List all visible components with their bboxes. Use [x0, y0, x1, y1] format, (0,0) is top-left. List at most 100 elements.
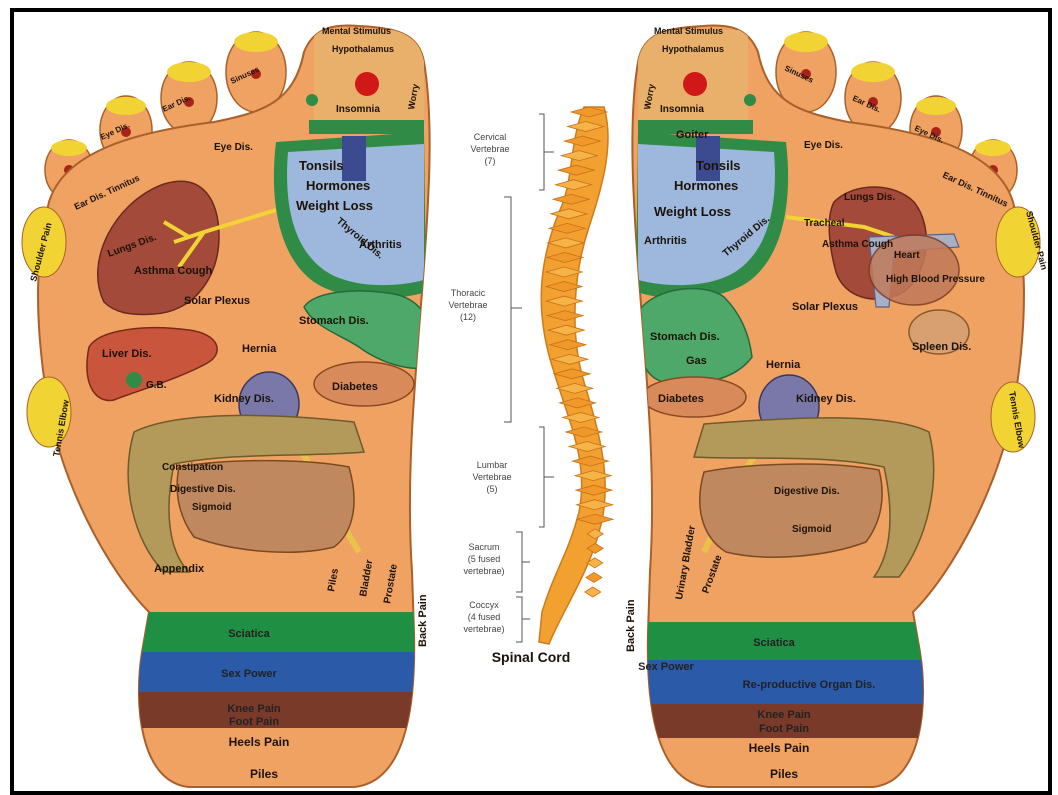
sacrum-label-2: (5 fused	[468, 554, 501, 564]
chart-frame: Cervical Vertebrae (7) Thoracic Vertebra…	[10, 8, 1052, 795]
vertebra	[585, 587, 601, 597]
thoracic-bracket	[504, 197, 522, 422]
right-toe-label-insomnia: Insomnia	[660, 104, 704, 115]
right-arthritis-label: Arthritis	[644, 235, 687, 247]
right-knee-band	[628, 704, 1028, 738]
right-hernia-label: Hernia	[766, 359, 801, 371]
left-toe-label-hypothalamus: Hypothalamus	[332, 44, 394, 54]
left-hormones-label: Hormones	[306, 178, 370, 193]
left-toe-4-tip	[106, 97, 146, 115]
reflexology-diagram: Cervical Vertebrae (7) Thoracic Vertebra…	[14, 12, 1048, 791]
thoracic-label-1: Thoracic	[451, 288, 486, 298]
left-weight-label: Weight Loss	[296, 198, 373, 213]
left-sexpower-label: Sex Power	[221, 668, 277, 680]
right-toe-2-tip	[784, 32, 828, 52]
right-pituitary-dot	[683, 72, 707, 96]
right-reproductive-label: Re-productive Organ Dis.	[743, 679, 876, 691]
right-kidney-label: Kidney Dis.	[796, 393, 856, 405]
sacrum-label-3: vertebrae)	[463, 566, 504, 576]
right-eye-label: Eye Dis.	[804, 140, 843, 151]
left-toe-5-tip	[51, 140, 87, 156]
cervical-label-3: (7)	[485, 156, 496, 166]
right-stomach-label: Stomach Dis.	[650, 331, 720, 343]
right-toe-4-tip	[916, 97, 956, 115]
right-gas-label: Gas	[686, 355, 707, 367]
spine: Cervical Vertebrae (7) Thoracic Vertebra…	[448, 107, 613, 665]
right-asthma-label: Asthma Cough	[822, 239, 893, 250]
right-toe-5-tip	[975, 140, 1011, 156]
left-neck-bar	[309, 120, 424, 134]
right-lungs-label: Lungs Dis.	[844, 192, 895, 203]
sacrum-bracket	[516, 532, 530, 592]
left-toe-label-mental: Mental Stimulus	[322, 26, 391, 36]
coccyx-label-3: vertebrae)	[463, 624, 504, 634]
right-digestive-label: Digestive Dis.	[774, 486, 840, 497]
right-goiter-label: Goiter	[676, 129, 709, 141]
right-tracheal-label: Tracheal	[804, 218, 845, 229]
left-backpain-label: Back Pain	[417, 594, 429, 647]
right-intestines	[700, 464, 882, 557]
spinal-cord-title: Spinal Cord	[492, 649, 571, 665]
cervical-label-2: Vertebrae	[470, 144, 509, 154]
left-kidney-label: Kidney Dis.	[214, 393, 274, 405]
coccyx-label-1: Coccyx	[469, 600, 499, 610]
right-weight-label: Weight Loss	[654, 204, 731, 219]
cervical-label-1: Cervical	[474, 132, 507, 142]
left-toe-2-tip	[234, 32, 278, 52]
thoracic-label-3: (12)	[460, 312, 476, 322]
left-knee-label: Knee Pain	[227, 703, 280, 715]
left-toe-label-insomnia: Insomnia	[336, 104, 380, 115]
right-heels-label: Heels Pain	[749, 741, 810, 755]
right-footpain-label: Foot Pain	[759, 723, 809, 735]
left-diabetes-label: Diabetes	[332, 381, 378, 393]
right-sciatic-band	[628, 622, 1028, 660]
right-sigmoid-label: Sigmoid	[792, 524, 831, 535]
right-tonsils-label: Tonsils	[696, 158, 741, 173]
left-heels-label: Heels Pain	[229, 735, 290, 749]
left-hernia-label: Hernia	[242, 343, 277, 355]
left-arthritis-label: Arthritis	[359, 239, 402, 251]
left-sigmoid-label: Sigmoid	[192, 502, 231, 513]
right-heart-label: Heart	[894, 250, 920, 261]
left-stomach-label: Stomach Dis.	[299, 315, 369, 327]
left-gb-label: G.B.	[146, 380, 167, 391]
lumbar-label-1: Lumbar	[477, 460, 508, 470]
left-toe-3-tip	[167, 62, 211, 82]
left-liver-label: Liver Dis.	[102, 348, 152, 360]
right-knee-label: Knee Pain	[757, 709, 810, 721]
vertebra	[586, 572, 602, 582]
thoracic-label-2: Vertebrae	[448, 300, 487, 310]
right-green-dot	[744, 94, 756, 106]
left-footpain-label: Foot Pain	[229, 716, 279, 728]
right-sciatica-label: Sciatica	[753, 637, 795, 649]
right-hormones-label: Hormones	[674, 178, 738, 193]
lumbar-label-3: (5)	[487, 484, 498, 494]
right-backpain-label: Back Pain	[625, 599, 637, 652]
left-solar-label: Solar Plexus	[184, 295, 250, 307]
right-sexpower-label: Sex Power	[638, 661, 694, 673]
right-toe-label-mental: Mental Stimulus	[654, 26, 723, 36]
right-toe-label-hypothalamus: Hypothalamus	[662, 44, 724, 54]
lumbar-label-2: Vertebrae	[472, 472, 511, 482]
left-cervical	[342, 136, 366, 181]
right-solar-label: Solar Plexus	[792, 301, 858, 313]
left-eye-label: Eye Dis.	[214, 142, 253, 153]
left-sciatica-label: Sciatica	[228, 628, 270, 640]
right-diabetes-label: Diabetes	[658, 393, 704, 405]
left-gallbladder	[126, 372, 142, 388]
sacrum-label-1: Sacrum	[468, 542, 499, 552]
lumbar-bracket	[539, 427, 554, 527]
coccyx-label-2: (4 fused	[468, 612, 501, 622]
left-asthma-label: Asthma Cough	[134, 265, 213, 277]
right-piles-label: Piles	[770, 767, 798, 781]
right-bp-label: High Blood Pressure	[886, 274, 985, 285]
right-spleen-label: Spleen Dis.	[912, 341, 971, 353]
left-piles-bottom-label: Piles	[250, 767, 278, 781]
left-green-dot	[306, 94, 318, 106]
left-tonsils-label: Tonsils	[299, 158, 344, 173]
coccyx-bracket	[516, 597, 530, 642]
left-digestive-label: Digestive Dis.	[170, 484, 236, 495]
cervical-bracket	[539, 114, 554, 190]
right-toe-3-tip	[851, 62, 895, 82]
left-appendix-label: Appendix	[154, 563, 205, 575]
